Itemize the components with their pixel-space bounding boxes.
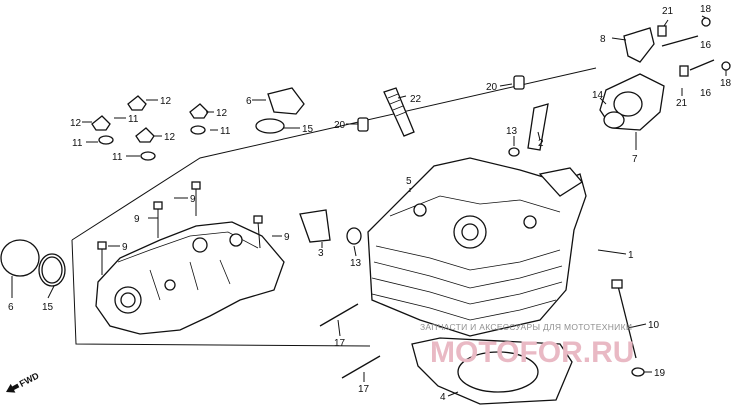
callout-19: 19 [654,368,666,379]
callout-1: 1 [628,250,634,261]
callout-14: 14 [592,90,604,101]
cam-holder-plug [299,209,362,245]
callout-10: 10 [648,320,660,331]
callout-6-top: 6 [246,96,252,107]
callout-21-b: 21 [676,98,688,109]
callout-7: 7 [632,154,638,165]
callout-3: 3 [318,248,324,259]
callout-22: 22 [410,94,422,105]
fwd-label: FWD [18,370,41,389]
head-gasket [411,337,573,405]
group-frame [71,67,597,241]
callout-8: 8 [600,34,606,45]
cap-nuts-washers [91,95,209,161]
callout-11-a: 11 [128,114,139,125]
cylinder-head-cover [95,221,285,335]
callout-12-d: 12 [164,132,176,143]
callout-12-b: 12 [216,108,228,119]
callout-5: 5 [406,176,412,187]
watermark-brand: MOTOFOR.RU [430,336,634,369]
callout-9-b: 9 [134,214,140,225]
tappet-cap-top [255,87,305,134]
stud-bolts [319,303,381,379]
callout-16-b: 16 [700,88,712,99]
callout-11-b: 11 [72,138,83,149]
part-callouts: 1 2 3 4 5 6 6 7 8 9 9 9 9 10 11 11 11 11… [8,4,732,403]
callout-9-a: 9 [190,194,196,205]
watermark: ЗАПЧАСТИ И АКСЕССУАРЫ ДЛЯ МОТОТЕХНИКИ MO… [420,322,634,369]
callout-13-a: 13 [350,258,362,269]
tappet-cap-left [0,239,66,287]
callout-13-b: 13 [506,126,518,137]
callout-6-left: 6 [8,302,14,313]
callout-15-left: 15 [42,302,54,313]
callout-12-c: 12 [70,118,82,129]
callout-12-a: 12 [160,96,172,107]
forward-direction-indicator: FWD [6,370,41,393]
group-frame-lower [71,239,371,347]
leader-lines [11,15,727,397]
callout-15-top: 15 [302,124,314,135]
callout-20-b: 20 [334,120,346,131]
callout-16-a: 16 [700,40,712,51]
callout-9-c: 9 [284,232,290,243]
callout-18-b: 18 [720,78,732,89]
callout-4: 4 [440,392,446,403]
callout-9-d: 9 [122,242,128,253]
watermark-tagline: ЗАПЧАСТИ И АКСЕССУАРЫ ДЛЯ МОТОТЕХНИКИ [420,322,632,332]
callout-21-a: 21 [662,6,674,17]
bolt-9-group [97,181,263,275]
callout-11-c: 11 [220,126,231,137]
callout-17-a: 17 [334,338,346,349]
callout-11-d: 11 [112,152,123,163]
spark-plug [383,87,415,137]
callout-2: 2 [538,138,544,149]
intake-manifold [599,17,731,131]
cylinder-head [367,157,587,337]
callout-18-a: 18 [700,4,712,15]
callout-17-b: 17 [358,384,370,395]
cam-chain-guide [508,103,549,157]
callout-20-a: 20 [486,82,498,93]
dowel-pin-upper [513,75,525,90]
dowel-pin-lower [357,117,369,132]
